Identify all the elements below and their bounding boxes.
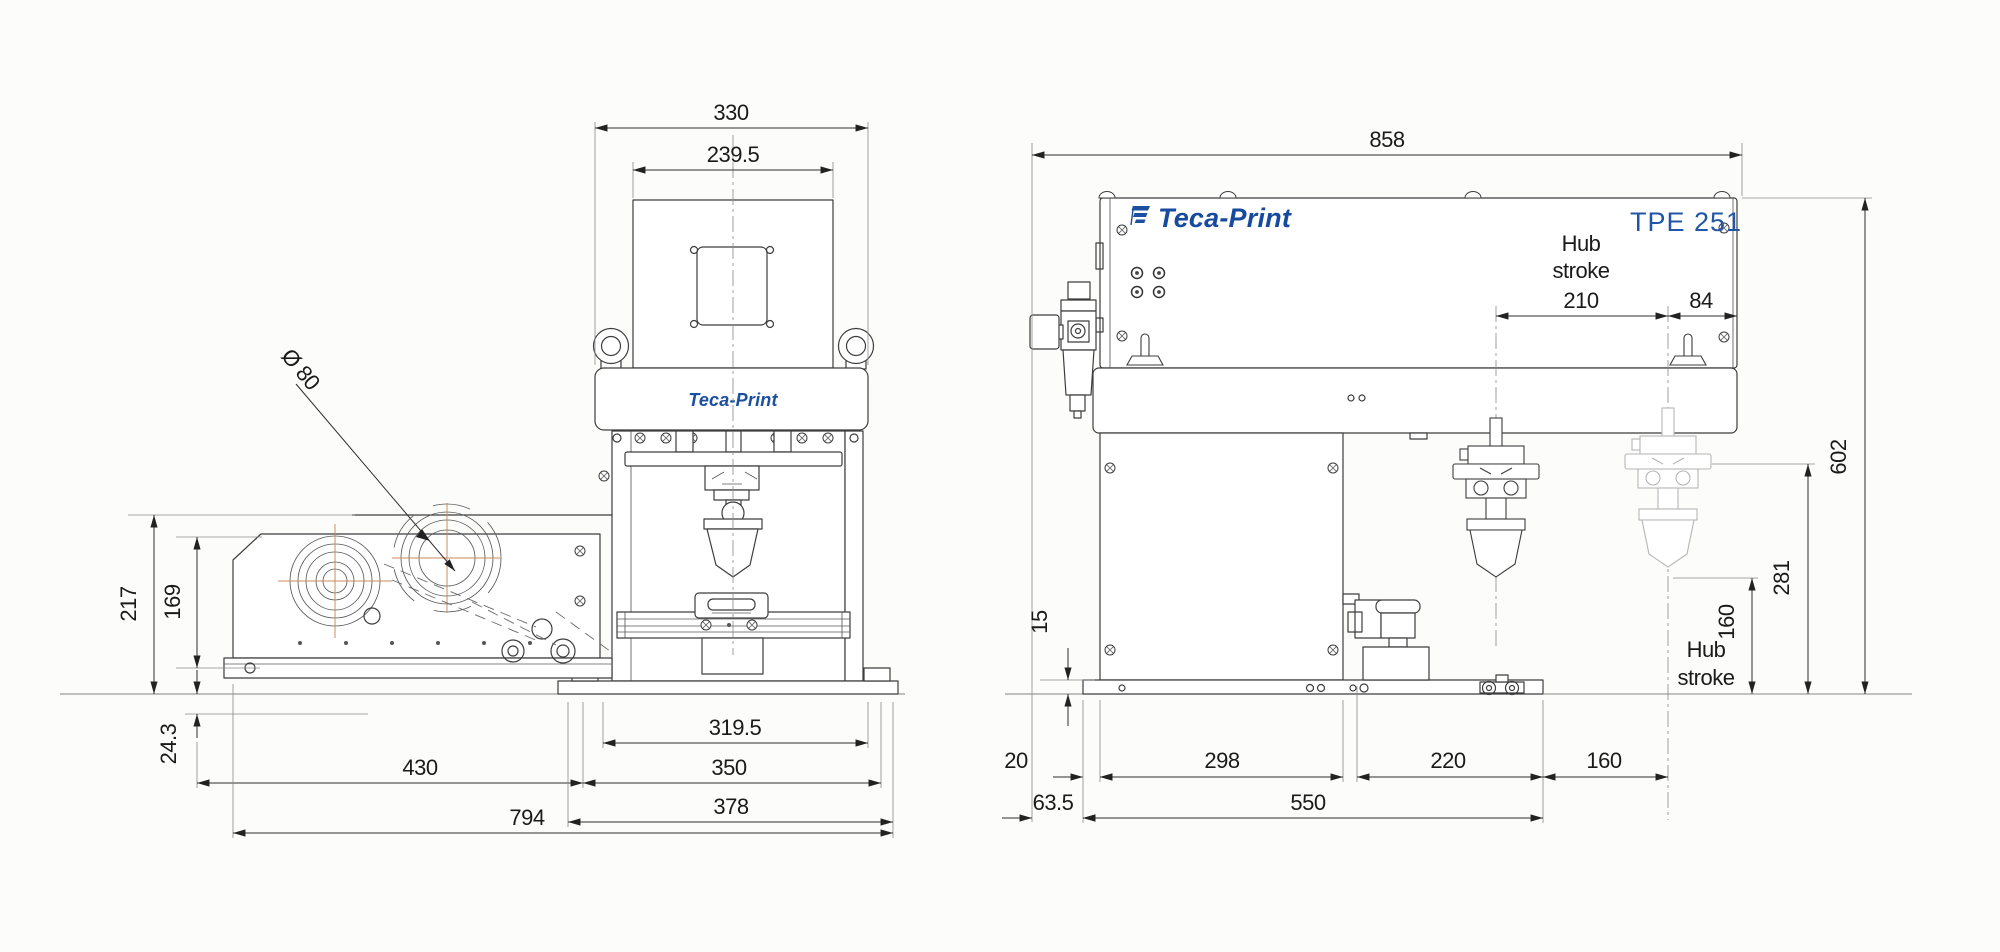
- print-pad-front: [1452, 417, 1540, 578]
- dim-319-5: 319.5: [602, 702, 869, 748]
- head-rail: [1092, 367, 1738, 440]
- dim-602: 602: [1543, 197, 1872, 695]
- ink-base-unit: [223, 503, 613, 679]
- svg-text:15: 15: [1027, 610, 1052, 634]
- head-housing: Teca-Print TPE 251: [1095, 191, 1742, 369]
- svg-text:281: 281: [1769, 560, 1794, 595]
- svg-text:169: 169: [160, 584, 185, 619]
- regulator-knob: [1029, 314, 1060, 350]
- svg-text:350: 350: [711, 755, 746, 780]
- dim-20: 20: [1004, 748, 1130, 781]
- svg-text:84: 84: [1689, 288, 1713, 313]
- svg-text:319.5: 319.5: [709, 715, 762, 740]
- dimensions-front: 858 Hub stroke 210 84 602 28: [1002, 127, 1872, 823]
- svg-text:stroke: stroke: [1678, 665, 1735, 690]
- ink-cup-roller: [278, 524, 392, 638]
- svg-text:602: 602: [1826, 439, 1851, 474]
- svg-text:Ø 80: Ø 80: [276, 344, 325, 395]
- svg-text:220: 220: [1430, 748, 1465, 773]
- dim-169: 169: [160, 536, 262, 669]
- dim-hub-stroke-210: Hub stroke 210: [1496, 231, 1668, 320]
- svg-text:330: 330: [713, 100, 748, 125]
- svg-text:794: 794: [509, 805, 544, 830]
- svg-text:24.3: 24.3: [156, 723, 181, 764]
- svg-text:858: 858: [1369, 127, 1404, 152]
- work-table-side: [616, 592, 851, 675]
- dim-160-horizontal: 160: [1543, 748, 1668, 781]
- eye-bolt-left: [592, 327, 630, 370]
- svg-text:Hub: Hub: [1562, 231, 1601, 256]
- svg-text:210: 210: [1563, 288, 1598, 313]
- brand-logo-front: Teca-Print: [1158, 203, 1292, 233]
- base-plate: [1082, 674, 1544, 696]
- svg-text:550: 550: [1290, 790, 1325, 815]
- svg-text:stroke: stroke: [1553, 258, 1610, 283]
- svg-text:160: 160: [1714, 604, 1739, 639]
- dim-239-5: 239.5: [632, 142, 834, 198]
- dim-794: 794: [232, 684, 893, 838]
- sensor-block: [1479, 674, 1525, 696]
- svg-text:430: 430: [402, 755, 437, 780]
- dim-550: 550: [1083, 790, 1543, 822]
- dim-217: 217: [116, 514, 355, 694]
- dim-220: 220: [1356, 686, 1544, 823]
- side-view: Teca-Print: [60, 100, 905, 838]
- dim-63-5: 63.5: [1002, 700, 1115, 823]
- dim-84: 84: [1668, 288, 1737, 320]
- logo-band: [594, 367, 869, 431]
- air-regulator: [1029, 281, 1097, 419]
- dim-378: 378: [567, 702, 894, 838]
- dim-430: 430: [196, 742, 583, 788]
- ink-cup-pedestal: [1342, 593, 1430, 681]
- dim-281: 281: [1712, 463, 1815, 694]
- svg-text:20: 20: [1004, 748, 1028, 773]
- svg-text:378: 378: [713, 794, 748, 819]
- svg-text:217: 217: [116, 586, 141, 621]
- dim-24-3: 24.3: [156, 670, 368, 764]
- print-head-housing: Teca-Print: [592, 199, 875, 444]
- dim-298: 298: [1099, 700, 1344, 782]
- svg-text:239.5: 239.5: [707, 142, 760, 167]
- dim-160-vertical: 160 Hub stroke: [1673, 577, 1758, 694]
- dim-350: 350: [582, 702, 882, 788]
- front-view: Teca-Print TPE 251: [1002, 127, 1912, 823]
- dim-858: 858: [1031, 127, 1743, 822]
- dim-15: 15: [1027, 610, 1095, 726]
- svg-text:Hub: Hub: [1687, 637, 1726, 662]
- print-pad-side: [706, 528, 759, 578]
- model-label: TPE 251: [1630, 207, 1742, 237]
- plate-cylinder: [392, 503, 502, 613]
- cabinet: [1099, 432, 1344, 681]
- dim-330: 330: [594, 100, 869, 365]
- svg-text:63.5: 63.5: [1033, 790, 1074, 815]
- eye-bolt-right: [837, 327, 875, 370]
- svg-text:298: 298: [1204, 748, 1239, 773]
- svg-text:160: 160: [1586, 748, 1621, 773]
